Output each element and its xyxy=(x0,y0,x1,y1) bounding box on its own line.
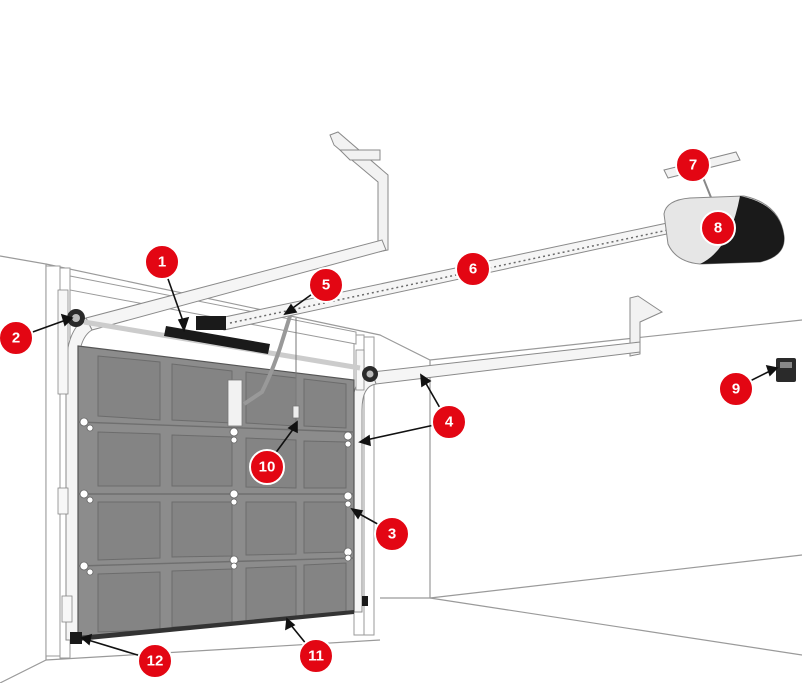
room-walls xyxy=(0,255,802,683)
callout-8: 8 xyxy=(700,210,736,246)
callout-2-label: 2 xyxy=(12,330,20,347)
callout-11-label: 11 xyxy=(308,648,324,665)
leader-lines xyxy=(15,261,779,661)
callout-1-label: 1 xyxy=(158,254,166,271)
callout-9-label: 9 xyxy=(732,381,740,398)
callout-6: 6 xyxy=(455,251,491,287)
callout-8-label: 8 xyxy=(714,220,722,237)
callout-5-label: 5 xyxy=(322,277,330,294)
callout-12: 12 xyxy=(137,643,173,679)
callout-10: 10 xyxy=(249,449,285,485)
callout-11: 11 xyxy=(298,638,334,674)
track-hanger-left xyxy=(329,131,389,253)
torsion-spring xyxy=(83,319,361,371)
safety-sensor-right xyxy=(362,596,368,606)
header-bracket xyxy=(196,316,226,330)
pulley-right xyxy=(362,366,378,382)
callout-4: 4 xyxy=(431,404,467,440)
opener-arm xyxy=(242,315,292,406)
pulley-left xyxy=(67,309,85,327)
release-handle xyxy=(292,405,300,419)
callout-10-label: 10 xyxy=(259,459,276,476)
callout-1: 1 xyxy=(144,244,180,280)
wall-control xyxy=(776,358,796,382)
track-hanger-right xyxy=(629,295,664,357)
callout-12-label: 12 xyxy=(147,653,164,670)
callout-3-label: 3 xyxy=(388,526,396,543)
garage-door xyxy=(77,345,355,641)
callout-2: 2 xyxy=(0,320,34,356)
safety-sensor xyxy=(70,632,82,644)
callout-4-label: 4 xyxy=(445,414,454,431)
callout-3: 3 xyxy=(374,516,410,552)
callout-9: 9 xyxy=(718,371,754,407)
callout-6-label: 6 xyxy=(469,261,477,278)
callout-7-label: 7 xyxy=(689,157,697,174)
callout-7: 7 xyxy=(675,147,711,183)
horizontal-track-right xyxy=(351,341,641,613)
callout-5: 5 xyxy=(308,267,344,303)
